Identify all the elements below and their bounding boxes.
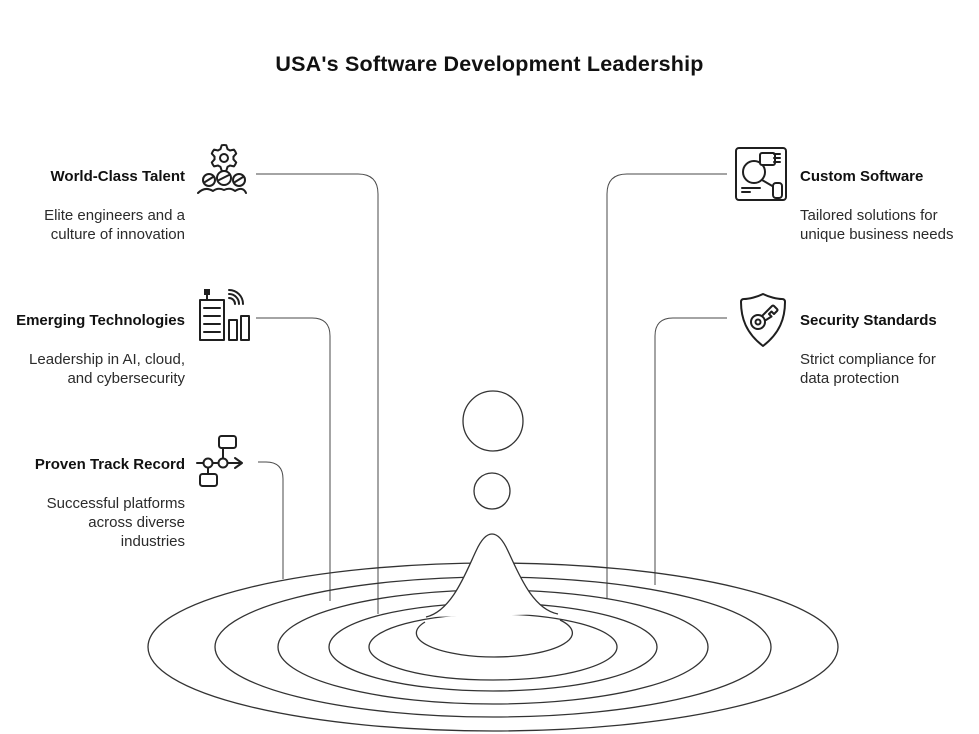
shield-key-icon [740, 293, 786, 347]
blueprint-document-icon [735, 147, 787, 201]
item-desc-proven-track-record: Successful platforms across diverse indu… [46, 495, 185, 550]
item-label-security-standards: Security Standards [800, 312, 937, 329]
splash-peak [425, 533, 559, 618]
page-title: USA's Software Development Leadership [275, 52, 704, 76]
ripple-rings [147, 562, 839, 732]
item-label-emerging-technologies: Emerging Technologies [16, 312, 185, 329]
water-drops [462, 390, 524, 510]
connector-lines [256, 173, 727, 614]
inner-ripple-arc [415, 619, 574, 658]
item-desc-world-class-talent: Elite engineers and a culture of innovat… [44, 207, 185, 243]
item-label-proven-track-record: Proven Track Record [34, 456, 185, 473]
item-desc-security-standards: Strict compliance for data protection [800, 351, 936, 387]
item-label-world-class-talent: World-Class Talent [50, 168, 185, 185]
item-desc-emerging-technologies: Leadership in AI, cloud, and cybersecuri… [29, 351, 185, 387]
flowchart-timeline-icon [196, 435, 243, 487]
smart-building-icon [199, 289, 250, 341]
item-desc-custom-software: Tailored solutions for unique business n… [800, 207, 954, 243]
item-label-custom-software: Custom Software [800, 168, 924, 185]
gear-team-icon [197, 144, 247, 194]
